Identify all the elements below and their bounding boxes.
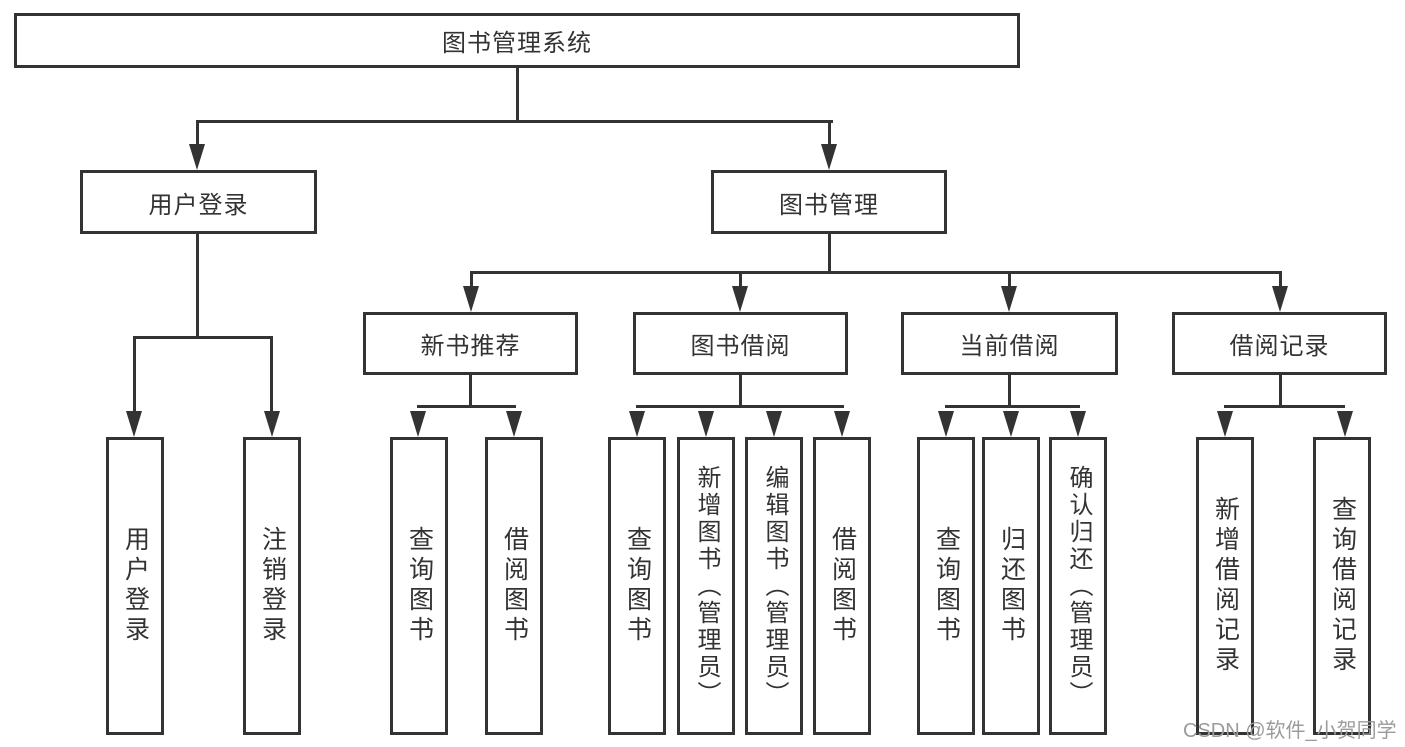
node-book-management-label: 图书管理	[779, 191, 879, 219]
node-book-borrow: 图书借阅	[633, 312, 848, 375]
arrow-down-icon	[1337, 411, 1353, 437]
connector-user-login-hline	[133, 336, 273, 339]
arrow-down-icon	[189, 144, 205, 170]
leaf-query-books-3: 查询图书	[917, 437, 975, 735]
leaf-add-borrow-record-label: 新增借阅记录	[1211, 496, 1240, 676]
node-current-borrow-label: 当前借阅	[959, 333, 1060, 360]
connector-stem-new-book	[470, 271, 473, 289]
arrow-down-icon	[938, 411, 954, 437]
leaf-add-books-admin-label: 新增图书（管理员）	[693, 464, 720, 708]
connector-g4-stem	[1279, 375, 1282, 408]
connector-g2-hline	[636, 405, 844, 408]
arrow-down-icon	[1272, 286, 1288, 312]
arrow-down-icon	[410, 411, 426, 437]
leaf-confirm-return-admin-label: 确认归还（管理员）	[1065, 464, 1092, 708]
connector-stem-user-login	[196, 120, 199, 150]
leaf-query-borrow-record: 查询借阅记录	[1313, 437, 1371, 735]
leaf-user-login-label: 用户登录	[121, 526, 150, 646]
leaf-borrow-books-2-label: 借阅图书	[828, 526, 857, 646]
node-current-borrow: 当前借阅	[901, 312, 1118, 375]
leaf-borrow-books-1-label: 借阅图书	[500, 526, 529, 646]
connector-g3-stem	[1008, 375, 1011, 408]
connector-g1-hline	[417, 405, 516, 408]
leaf-edit-books-admin-label: 编辑图书（管理员）	[761, 464, 788, 708]
node-new-book-recommend-label: 新书推荐	[420, 333, 521, 360]
connector-stem-current-borrow	[1008, 271, 1011, 289]
leaf-query-books-2: 查询图书	[608, 437, 666, 735]
node-book-borrow-label: 图书借阅	[690, 333, 791, 360]
leaf-logout-label: 注销登录	[258, 526, 287, 646]
arrow-down-icon	[766, 411, 782, 437]
leaf-query-books-2-label: 查询图书	[623, 526, 652, 646]
arrow-down-icon	[264, 411, 280, 437]
node-root: 图书管理系统	[14, 13, 1020, 68]
arrow-down-icon	[506, 411, 522, 437]
connector-stem-leaf	[270, 336, 273, 414]
leaf-add-borrow-record: 新增借阅记录	[1196, 437, 1254, 735]
leaf-edit-books-admin: 编辑图书（管理员）	[745, 437, 803, 735]
connector-root-hline	[196, 120, 833, 123]
connector-stem-leaf	[133, 336, 136, 414]
arrow-down-icon	[463, 286, 479, 312]
leaf-logout: 注销登录	[243, 437, 301, 735]
leaf-query-books-1: 查询图书	[390, 437, 448, 735]
connector-g4-hline	[1224, 405, 1345, 408]
node-new-book-recommend: 新书推荐	[363, 312, 578, 375]
node-borrow-records-label: 借阅记录	[1229, 333, 1330, 360]
node-borrow-records: 借阅记录	[1172, 312, 1387, 375]
arrow-down-icon	[1070, 411, 1086, 437]
connector-user-login-stem	[196, 234, 199, 337]
leaf-confirm-return-admin: 确认归还（管理员）	[1049, 437, 1107, 735]
node-user-login: 用户登录	[80, 170, 317, 234]
arrow-down-icon	[126, 411, 142, 437]
arrow-down-icon	[821, 144, 837, 170]
connector-book-mgmt-stem	[828, 234, 831, 274]
connector-book-mgmt-hline	[470, 271, 1282, 274]
leaf-return-books-label: 归还图书	[997, 526, 1026, 646]
connector-root-stem	[516, 68, 519, 121]
connector-stem-borrow-records	[1279, 271, 1282, 289]
csdn-watermark: CSDN @软件_小贺同学	[1183, 720, 1397, 742]
arrow-down-icon	[629, 411, 645, 437]
connector-g2-stem	[739, 375, 742, 408]
connector-stem-book-mgmt	[828, 120, 831, 150]
node-root-label: 图书管理系统	[442, 30, 592, 57]
node-user-login-label: 用户登录	[148, 191, 249, 219]
arrow-down-icon	[732, 286, 748, 312]
connector-g3-hline	[945, 405, 1080, 408]
arrow-down-icon	[1217, 411, 1233, 437]
connector-g1-stem	[469, 375, 472, 408]
leaf-return-books: 归还图书	[982, 437, 1040, 735]
leaf-user-login: 用户登录	[106, 437, 164, 735]
leaf-add-books-admin: 新增图书（管理员）	[677, 437, 735, 735]
connector-stem-book-borrow	[739, 271, 742, 289]
arrow-down-icon	[834, 411, 850, 437]
arrow-down-icon	[1001, 286, 1017, 312]
leaf-borrow-books-1: 借阅图书	[485, 437, 543, 735]
leaf-query-books-1-label: 查询图书	[405, 526, 434, 646]
leaf-query-borrow-record-label: 查询借阅记录	[1328, 496, 1357, 676]
arrow-down-icon	[1003, 411, 1019, 437]
leaf-borrow-books-2: 借阅图书	[813, 437, 871, 735]
leaf-query-books-3-label: 查询图书	[932, 526, 961, 646]
node-book-management: 图书管理	[711, 170, 947, 234]
arrow-down-icon	[698, 411, 714, 437]
